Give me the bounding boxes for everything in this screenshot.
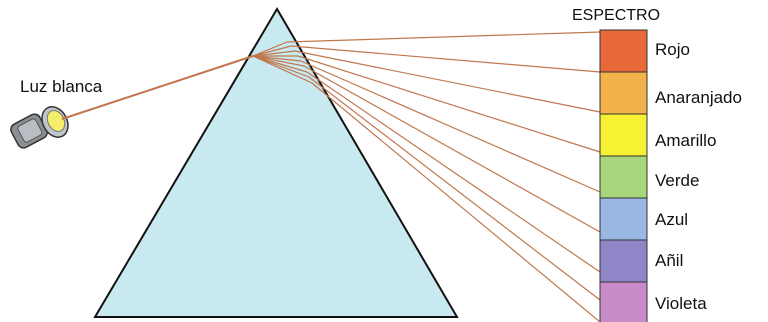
flashlight-icon — [9, 102, 73, 150]
band-label-violet: Violeta — [655, 294, 707, 314]
band-label-yellow: Amarillo — [655, 131, 716, 151]
spectrum-band-swatch — [600, 198, 647, 240]
white-light-label: Luz blanca — [20, 77, 102, 97]
spectrum-band-swatch — [600, 240, 647, 282]
band-label-red: Rojo — [655, 40, 690, 60]
spectrum-band-swatch — [600, 282, 647, 322]
band-label-green: Verde — [655, 171, 699, 191]
band-label-blue: Azul — [655, 210, 688, 230]
spectrum-title: ESPECTRO — [572, 7, 660, 25]
spectrum-band-swatch — [600, 72, 647, 114]
spectrum-band-swatch — [600, 30, 647, 72]
band-label-indigo: Añil — [655, 251, 683, 271]
spectrum-band-swatch — [600, 114, 647, 156]
spectrum-band-swatch — [600, 156, 647, 198]
band-label-orange: Anaranjado — [655, 88, 742, 108]
dispersed-ray — [295, 51, 600, 112]
spectrum-bands — [600, 30, 647, 322]
dispersed-ray — [287, 32, 600, 42]
